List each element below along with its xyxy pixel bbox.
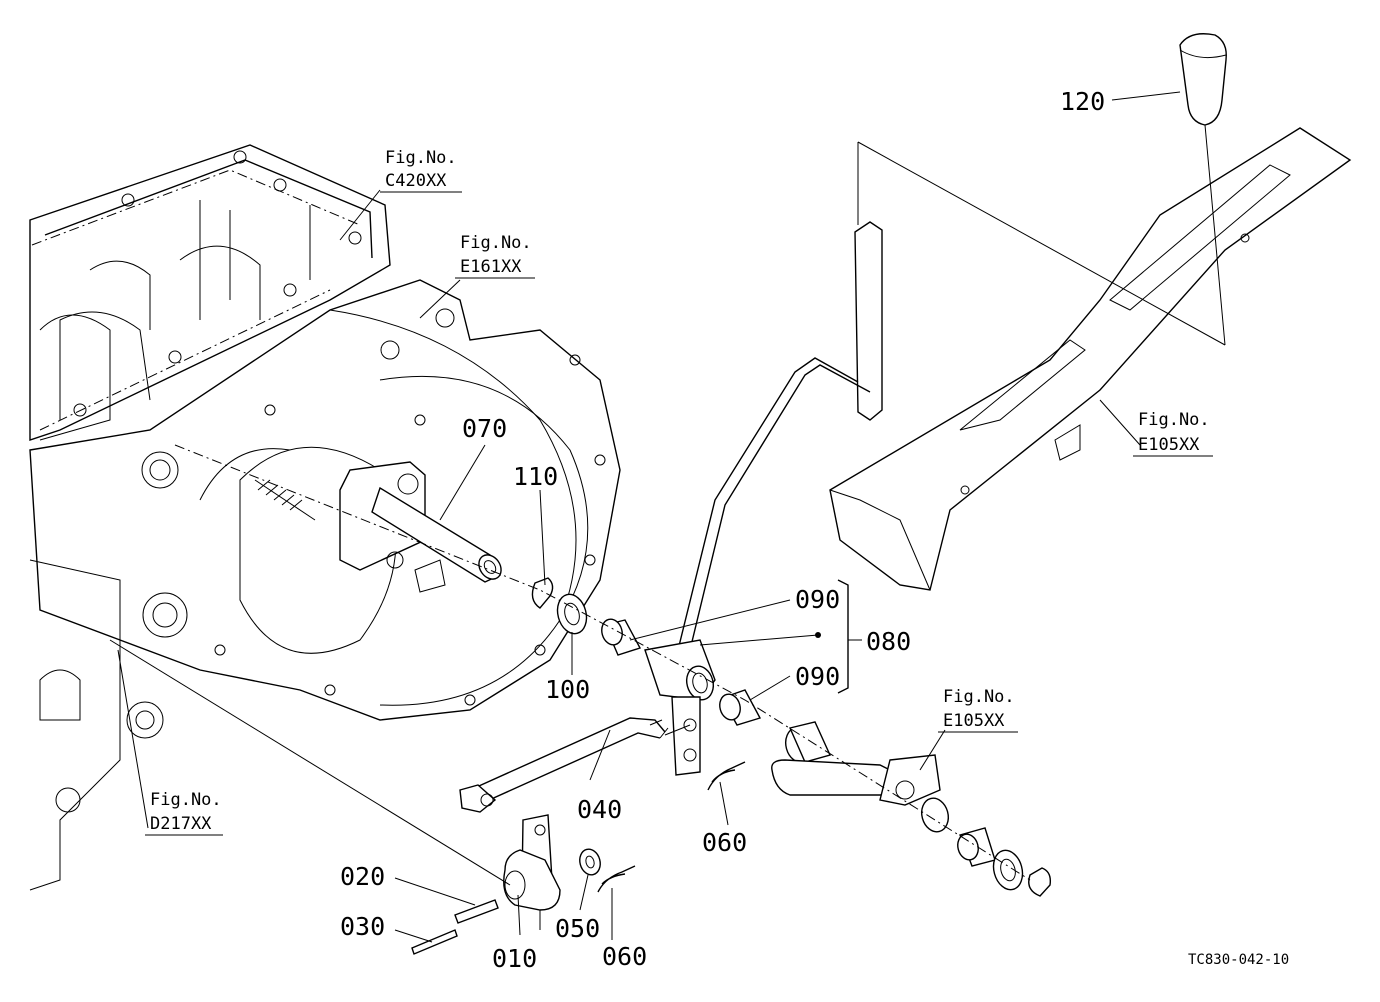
label-010: 010 [492, 944, 537, 973]
label-100: 100 [545, 675, 590, 704]
transmission-case [29, 144, 391, 441]
figure-ref-label: Fig.No. [385, 148, 457, 168]
washer-100 [556, 593, 588, 635]
cotter-clip-060-upper [707, 761, 746, 791]
cotter-clip-060-lower [597, 865, 636, 893]
bushing-090-upper [601, 618, 642, 656]
cross-shaft-070 [339, 461, 502, 593]
figure-reference-c420[interactable]: Fig.No. C420XX [380, 148, 462, 193]
figure-ref-label: Fig.No. [150, 790, 222, 810]
knob-120 [1179, 33, 1227, 126]
figure-ref-code: C420XX [385, 171, 447, 191]
assembly-centerlines [109, 124, 1226, 930]
label-060-upper: 060 [702, 828, 747, 857]
figure-ref-code: E161XX [460, 257, 522, 277]
label-080: 080 [866, 627, 911, 656]
figure-reference-d217[interactable]: Fig.No. D217XX [145, 790, 223, 836]
washer-050 [579, 848, 601, 876]
release-arm-assembly [771, 721, 1052, 897]
step-plate [829, 127, 1352, 591]
spring-pin-020 [454, 899, 499, 924]
label-030: 030 [340, 912, 385, 941]
label-070: 070 [462, 414, 507, 443]
arm-010 [503, 814, 561, 911]
label-120: 120 [1060, 87, 1105, 116]
bushing-090-lower [719, 689, 762, 726]
label-090-upper: 090 [795, 585, 840, 614]
clutch-pedal-080 [644, 221, 883, 776]
drawing-code: TC830-042-10 [1188, 952, 1289, 968]
figure-ref-label: Fig.No. [943, 687, 1015, 707]
figure-reference-e105-bottom[interactable]: Fig.No. E105XX [938, 687, 1018, 733]
part-labels: 120 070 110 100 090 080 090 040 060 020 … [340, 87, 1105, 973]
label-040: 040 [577, 795, 622, 824]
leader-lines [117, 91, 1181, 943]
spring-pin-030 [411, 929, 458, 955]
label-060-lower: 060 [602, 942, 647, 971]
circlip-110 [531, 577, 554, 609]
figure-ref-label: Fig.No. [460, 233, 532, 253]
label-050: 050 [555, 914, 600, 943]
figure-ref-label: Fig.No. [1138, 410, 1210, 430]
figure-reference-e161[interactable]: Fig.No. E161XX [455, 233, 535, 279]
label-110: 110 [513, 462, 558, 491]
label-020: 020 [340, 862, 385, 891]
figure-reference-e105-top[interactable]: Fig.No. E105XX [1133, 410, 1213, 457]
label-090-lower: 090 [795, 662, 840, 691]
rod-040 [459, 717, 669, 813]
figure-ref-code: E105XX [1138, 435, 1200, 455]
figure-ref-code: E105XX [943, 711, 1005, 731]
figure-ref-code: D217XX [150, 814, 212, 834]
clutch-housing [29, 279, 621, 891]
